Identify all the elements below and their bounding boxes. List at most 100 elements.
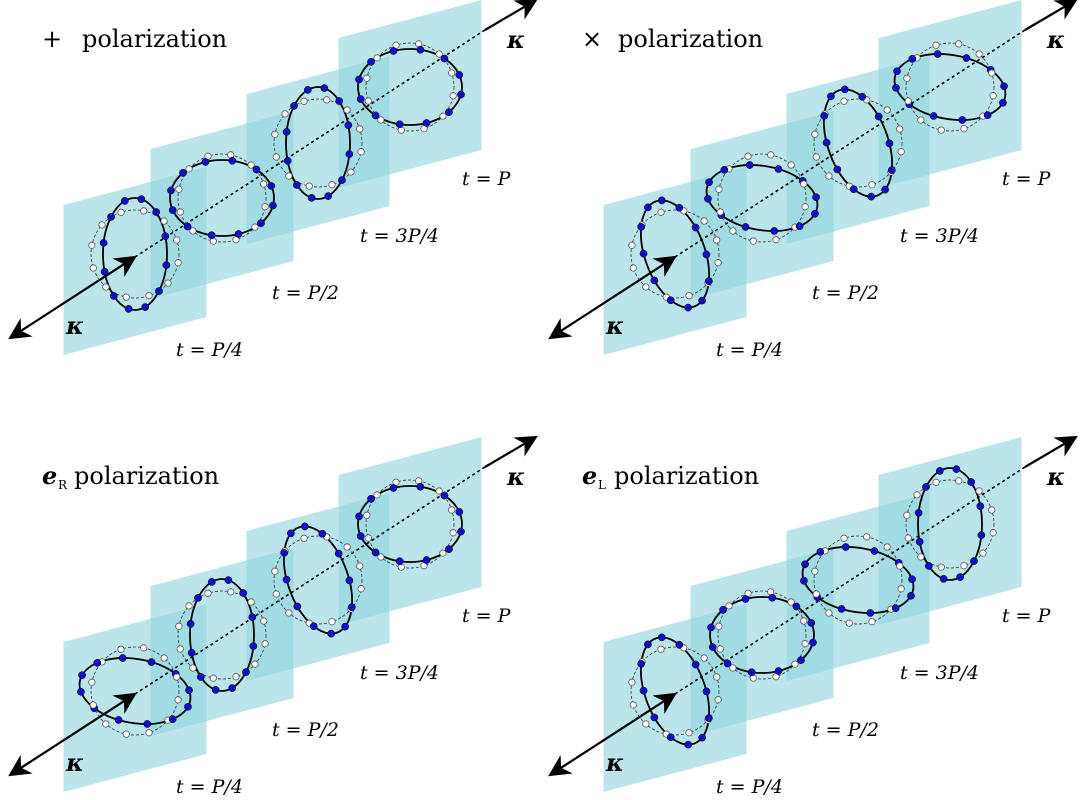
rest-particle [272, 153, 280, 161]
rest-particle [88, 678, 96, 686]
rest-particle [449, 529, 457, 537]
test-particle [440, 54, 449, 63]
panel-title: e R polarization [42, 461, 219, 492]
rest-particle [932, 478, 940, 486]
panel-plus-polarization: + polarization κ κ t = P/4 t = P/2 t = 3… [8, 0, 538, 361]
test-particle [355, 75, 363, 84]
rest-particle [629, 264, 637, 272]
test-particle [187, 648, 196, 657]
deformed-ring [283, 525, 353, 635]
test-particle [107, 213, 115, 221]
test-particle [324, 192, 333, 200]
rest-particle [825, 172, 833, 180]
kappa-label-start: κ [605, 748, 624, 777]
rest-particle [373, 54, 381, 62]
rest-particle [122, 293, 130, 301]
rest-particle [840, 534, 848, 542]
test-particle [168, 715, 177, 724]
test-particle [637, 659, 646, 668]
test-particle [334, 549, 343, 558]
test-particle [809, 638, 817, 647]
particle-ring-3 [271, 84, 365, 202]
test-particle [866, 609, 875, 617]
rest-particle [204, 589, 212, 597]
test-particle [347, 603, 356, 612]
test-particle [371, 111, 380, 120]
test-particle [99, 239, 108, 247]
rest-particle [88, 241, 96, 249]
rest-particle [903, 511, 911, 519]
test-particle [355, 512, 363, 521]
rest-particle [629, 701, 637, 709]
test-particle [745, 161, 754, 169]
test-particle [812, 193, 820, 202]
particle-ring-1 [77, 644, 193, 738]
test-particle [371, 548, 380, 557]
rest-particle [975, 487, 983, 495]
test-particle [252, 165, 261, 174]
test-particle [698, 733, 706, 742]
test-particle [719, 605, 727, 614]
test-particle [639, 686, 648, 695]
rest-particle [749, 237, 757, 245]
test-particle [207, 231, 216, 240]
test-particle [675, 640, 684, 649]
test-particle [770, 227, 779, 235]
rest-particle [140, 644, 148, 652]
test-particle [885, 139, 894, 148]
test-particle [283, 156, 292, 165]
particle-ring-1 [628, 633, 722, 749]
rest-particle [685, 292, 693, 300]
test-particle [234, 230, 243, 238]
kappa-label-start: κ [65, 748, 84, 777]
time-label-p: t = P [462, 605, 512, 627]
title-subscript: R [58, 478, 68, 492]
axis-outgoing-arrow [484, 435, 538, 468]
title-text: polarization [82, 25, 227, 53]
test-particle [822, 138, 831, 147]
particle-ring-4 [903, 465, 997, 583]
test-particle [320, 84, 329, 92]
test-particle [445, 108, 453, 117]
deformed-ring [823, 88, 893, 198]
rest-particle [89, 701, 97, 709]
deformed-ring [801, 546, 915, 614]
rest-particle [716, 645, 724, 653]
rest-particle [164, 279, 172, 287]
test-particle [801, 560, 809, 569]
axis-outgoing-arrow [1024, 435, 1078, 468]
time-label-3p4: t = 3P/4 [900, 662, 979, 684]
time-label-p2: t = P/2 [812, 719, 879, 741]
deformed-ring [893, 53, 1007, 121]
rest-particle [251, 223, 259, 231]
rest-particle [343, 543, 351, 551]
rest-particle [102, 720, 110, 728]
rest-particle [713, 673, 721, 681]
deformed-ring [285, 86, 351, 200]
rest-circle [717, 153, 807, 243]
rest-particle [883, 543, 891, 551]
rest-particle [140, 207, 148, 215]
rest-particle [364, 97, 372, 105]
test-particle [922, 483, 930, 491]
test-particle [293, 602, 302, 611]
test-particle [807, 619, 816, 627]
test-particle [929, 112, 938, 120]
rest-particle [955, 40, 963, 48]
time-label-p4: t = P/4 [716, 339, 783, 361]
time-label-p: t = P [1002, 168, 1052, 190]
rest-particle [356, 562, 364, 570]
particle-ring-3 [811, 85, 905, 201]
test-particle [280, 548, 289, 557]
rest-particle [227, 588, 235, 596]
wavefront-plane-4 [878, 437, 1022, 625]
rest-particle [811, 130, 819, 138]
rest-particle [772, 236, 780, 244]
test-particle [774, 165, 783, 173]
test-particle [300, 522, 309, 531]
test-particle [637, 222, 646, 231]
test-particle [100, 267, 109, 276]
time-label-p4: t = P/4 [716, 776, 783, 798]
test-particle [168, 206, 177, 214]
